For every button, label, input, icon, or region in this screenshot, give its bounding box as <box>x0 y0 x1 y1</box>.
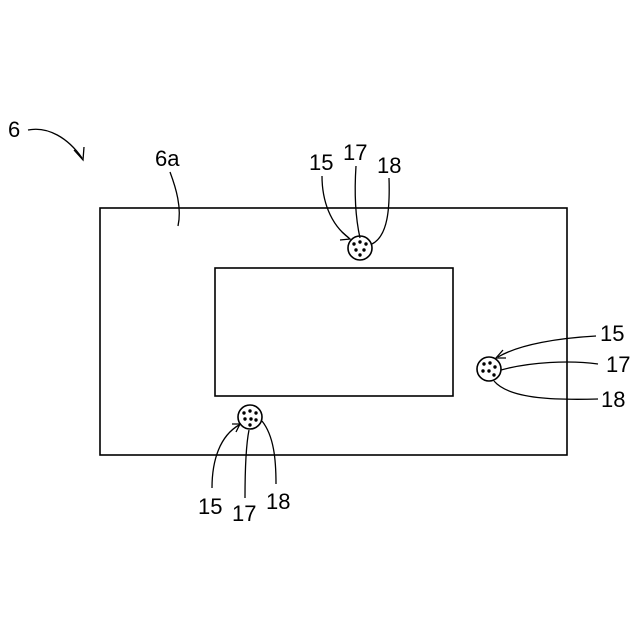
connector-top-leader-18 <box>372 178 389 244</box>
assembly-leader-arrow <box>28 129 82 158</box>
connector-bottom-leader-15 <box>212 425 239 488</box>
connector-right-ring <box>477 357 501 381</box>
connector-top-arrowhead <box>340 232 350 240</box>
connector-top-pins <box>352 240 367 256</box>
connector-right-label-18: 18 <box>601 387 625 412</box>
panel-leader <box>170 172 179 226</box>
connector-bottom-label-18: 18 <box>266 489 290 514</box>
panel-label: 6a <box>155 146 180 171</box>
connector-bottom-leader-18 <box>262 421 276 484</box>
connector-right-label-15: 15 <box>600 321 624 346</box>
connector-top-label-18: 18 <box>377 153 401 178</box>
outer-panel <box>100 208 567 455</box>
connector-right-pins <box>481 361 496 376</box>
connector-right-label-17: 17 <box>606 352 630 377</box>
connector-top-label-15: 15 <box>309 150 333 175</box>
connector-right: 15 17 18 <box>477 321 630 412</box>
connector-bottom-arrowhead <box>232 424 240 432</box>
assembly-label: 6 <box>8 117 20 142</box>
inner-opening <box>215 268 453 396</box>
connector-right-leader-17 <box>501 362 598 370</box>
connector-bottom: 15 17 18 <box>198 405 290 526</box>
connector-bottom-leader-17 <box>245 430 249 498</box>
connector-top-label-17: 17 <box>343 140 367 165</box>
connector-bottom-pins <box>242 409 257 426</box>
connector-top-leader-17 <box>355 166 360 238</box>
connector-bottom-label-15: 15 <box>198 494 222 519</box>
connector-bottom-label-17: 17 <box>232 501 256 526</box>
connector-right-leader-18 <box>494 381 598 399</box>
connector-top: 15 17 18 <box>309 140 401 260</box>
connector-right-leader-15 <box>498 336 596 357</box>
connector-top-leader-15 <box>322 176 349 238</box>
